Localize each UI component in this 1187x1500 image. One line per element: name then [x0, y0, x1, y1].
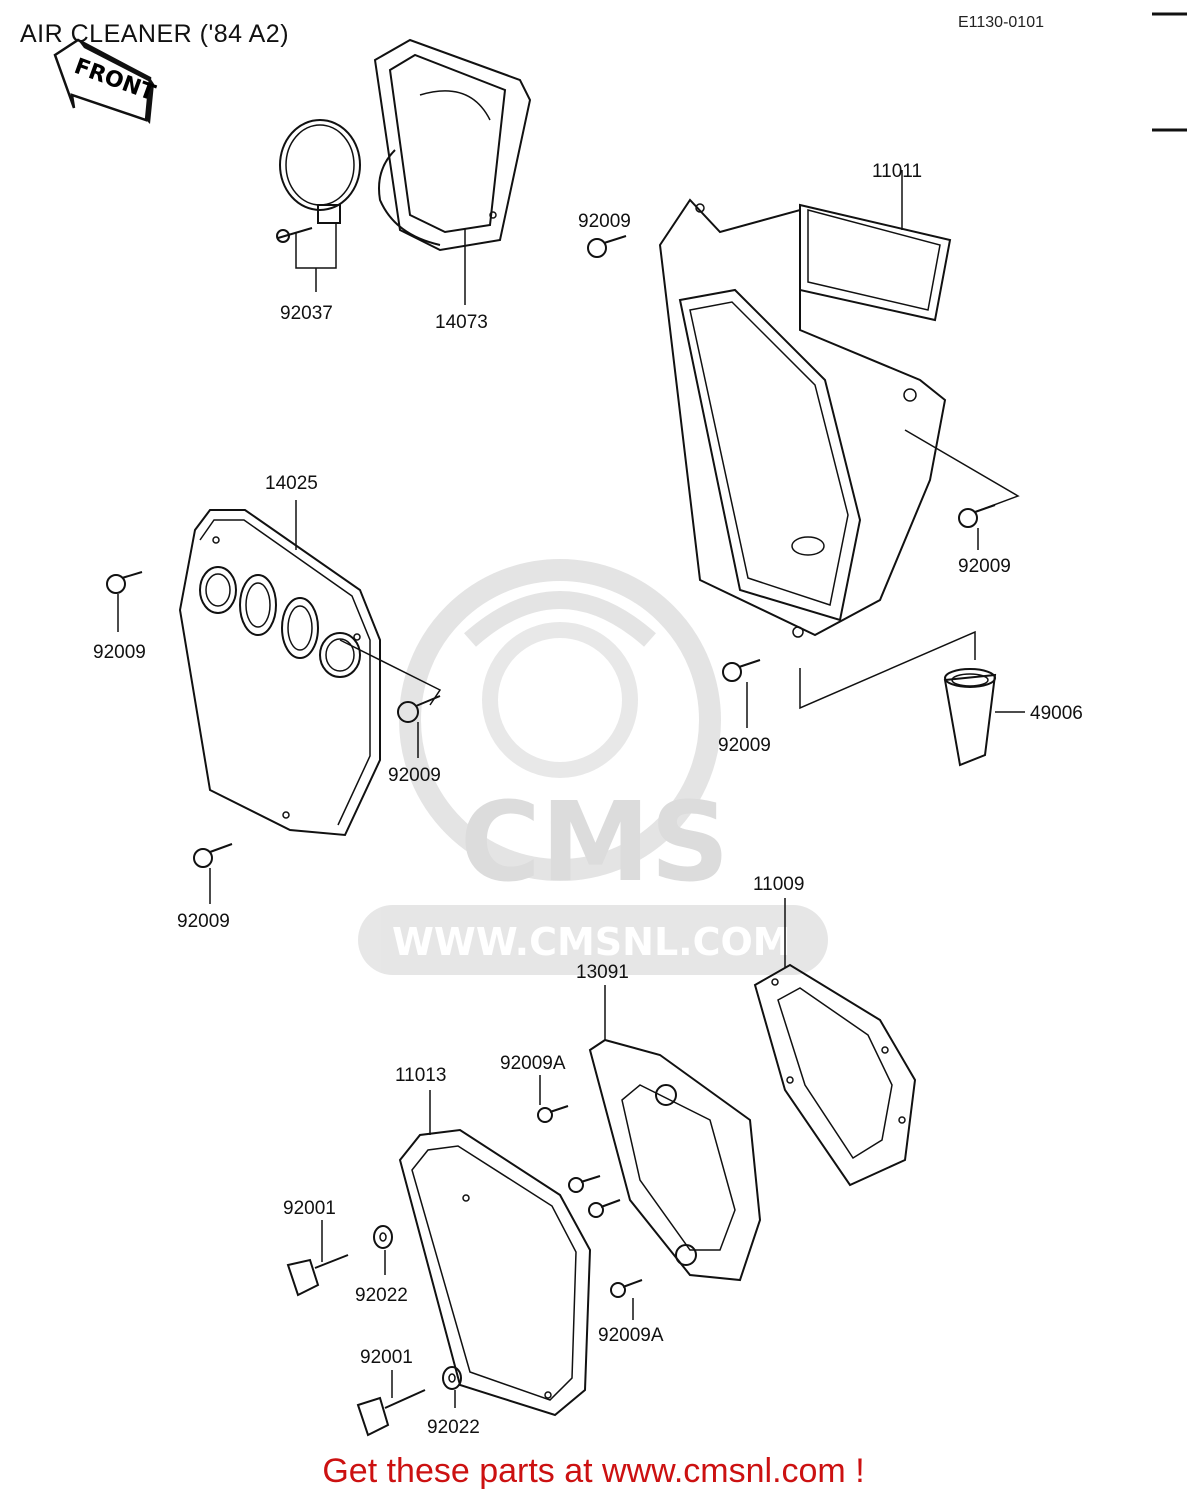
part-label-92022-bottom: 92022	[427, 1417, 480, 1438]
part-label-11009: 11009	[753, 874, 804, 895]
bolt-92009-top	[587, 235, 627, 258]
watermark-url: WWW.CMSNL.COM	[392, 920, 791, 964]
cms-watermark: CMS WWW.CMSNL.COM	[358, 559, 828, 975]
gasket-11009	[753, 898, 917, 1187]
part-label-92009-top: 92009	[578, 211, 631, 232]
part-label-14025: 14025	[265, 473, 318, 494]
part-label-92037: 92037	[280, 303, 333, 324]
screw-92009A-b	[588, 1199, 621, 1218]
watermark-brand: CMS	[460, 778, 729, 906]
screw-92009A-bottom	[610, 1279, 643, 1320]
part-label-92001-top: 92001	[283, 1198, 336, 1219]
part-label-92009-right: 92009	[958, 556, 1011, 577]
wing-bolt-92001-top	[286, 1220, 349, 1297]
hose-clamp-92037	[276, 119, 361, 292]
part-label-92009A-bottom: 92009A	[598, 1325, 664, 1346]
air-filter-element-11013	[398, 1090, 592, 1417]
part-label-14073: 14073	[435, 312, 488, 333]
part-label-49006: 49006	[1030, 703, 1083, 724]
filter-cover-14025	[178, 500, 442, 837]
part-label-92001-bottom: 92001	[360, 1347, 413, 1368]
part-label-92009-mid: 92009	[718, 735, 771, 756]
bolt-92009-bottom	[193, 843, 233, 904]
bolt-92009-center	[397, 695, 441, 758]
bolt-92009-left	[106, 571, 143, 632]
part-label-92009A-top: 92009A	[500, 1053, 566, 1074]
drain-plug-49006	[943, 668, 1025, 767]
diagram-title: AIR CLEANER ('84 A2)	[20, 20, 290, 48]
air-box-11011	[658, 170, 1020, 710]
part-label-13091: 13091	[576, 962, 629, 983]
intake-duct-14073	[373, 38, 532, 305]
part-label-92009-bottom: 92009	[177, 911, 230, 932]
bolt-92009-mid	[722, 659, 761, 728]
washer-92022-bottom	[442, 1366, 462, 1408]
filter-frame-13091	[588, 985, 762, 1282]
part-label-92022-top: 92022	[355, 1285, 408, 1306]
screw-92009A-top	[537, 1075, 569, 1123]
part-label-11013: 11013	[395, 1065, 446, 1086]
front-arrow-icon: FRONT	[53, 38, 158, 124]
part-label-92009-center: 92009	[388, 765, 441, 786]
washer-92022-top	[373, 1225, 393, 1275]
part-label-11011: 11011	[872, 161, 922, 182]
bolt-92009-right	[958, 504, 996, 550]
diagram-code: E1130-0101	[958, 14, 1044, 31]
wing-bolt-92001-bottom	[356, 1370, 426, 1437]
footer-promo-link[interactable]: Get these parts at www.cmsnl.com !	[322, 1452, 865, 1490]
screw-92009A-a	[568, 1175, 601, 1193]
part-label-92009-left: 92009	[93, 642, 146, 663]
